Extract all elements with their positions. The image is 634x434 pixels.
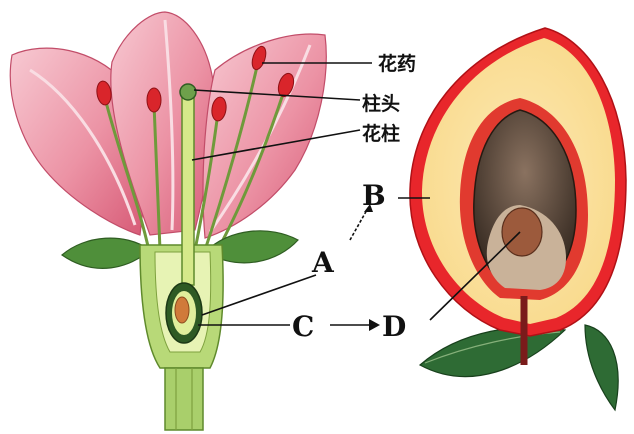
petal-right bbox=[202, 33, 327, 239]
anther-2 bbox=[146, 87, 162, 113]
leader-lines bbox=[191, 62, 521, 331]
sepal-left bbox=[61, 237, 151, 269]
inner-seed bbox=[501, 207, 543, 257]
sepal-right bbox=[204, 230, 299, 264]
anthers bbox=[96, 45, 295, 122]
label-A: A bbox=[311, 246, 335, 279]
flower-illustration bbox=[9, 11, 327, 431]
fruit-leaf-left bbox=[418, 326, 567, 378]
leader-A bbox=[201, 274, 317, 316]
fruit-illustration bbox=[409, 27, 627, 412]
leader-style bbox=[191, 129, 361, 161]
anther-5 bbox=[277, 72, 295, 98]
petal-center-vein bbox=[163, 19, 175, 231]
anther-3 bbox=[211, 96, 227, 122]
pistil-style bbox=[181, 91, 195, 286]
stigma bbox=[179, 83, 197, 101]
petal-left-vein bbox=[29, 68, 137, 226]
stamens bbox=[103, 61, 287, 256]
label-D: D bbox=[382, 310, 406, 343]
labels: 花药 柱头 花柱 B A C D bbox=[292, 52, 416, 343]
flower-stem bbox=[164, 367, 204, 431]
arrow-C-to-D-head bbox=[369, 319, 380, 331]
label-B: B bbox=[362, 179, 386, 212]
fruit-leaf-right bbox=[584, 324, 619, 412]
arrow-A-to-B-head bbox=[364, 204, 373, 212]
ovule bbox=[174, 296, 190, 324]
anther-1 bbox=[96, 80, 112, 106]
label-style: 花柱 bbox=[362, 122, 400, 145]
label-anther: 花药 bbox=[378, 52, 416, 75]
arrow-A-to-B bbox=[349, 207, 369, 241]
label-C: C bbox=[292, 310, 314, 343]
label-stigma: 柱头 bbox=[362, 92, 400, 115]
leader-D bbox=[429, 231, 521, 321]
leader-stigma bbox=[193, 89, 361, 101]
